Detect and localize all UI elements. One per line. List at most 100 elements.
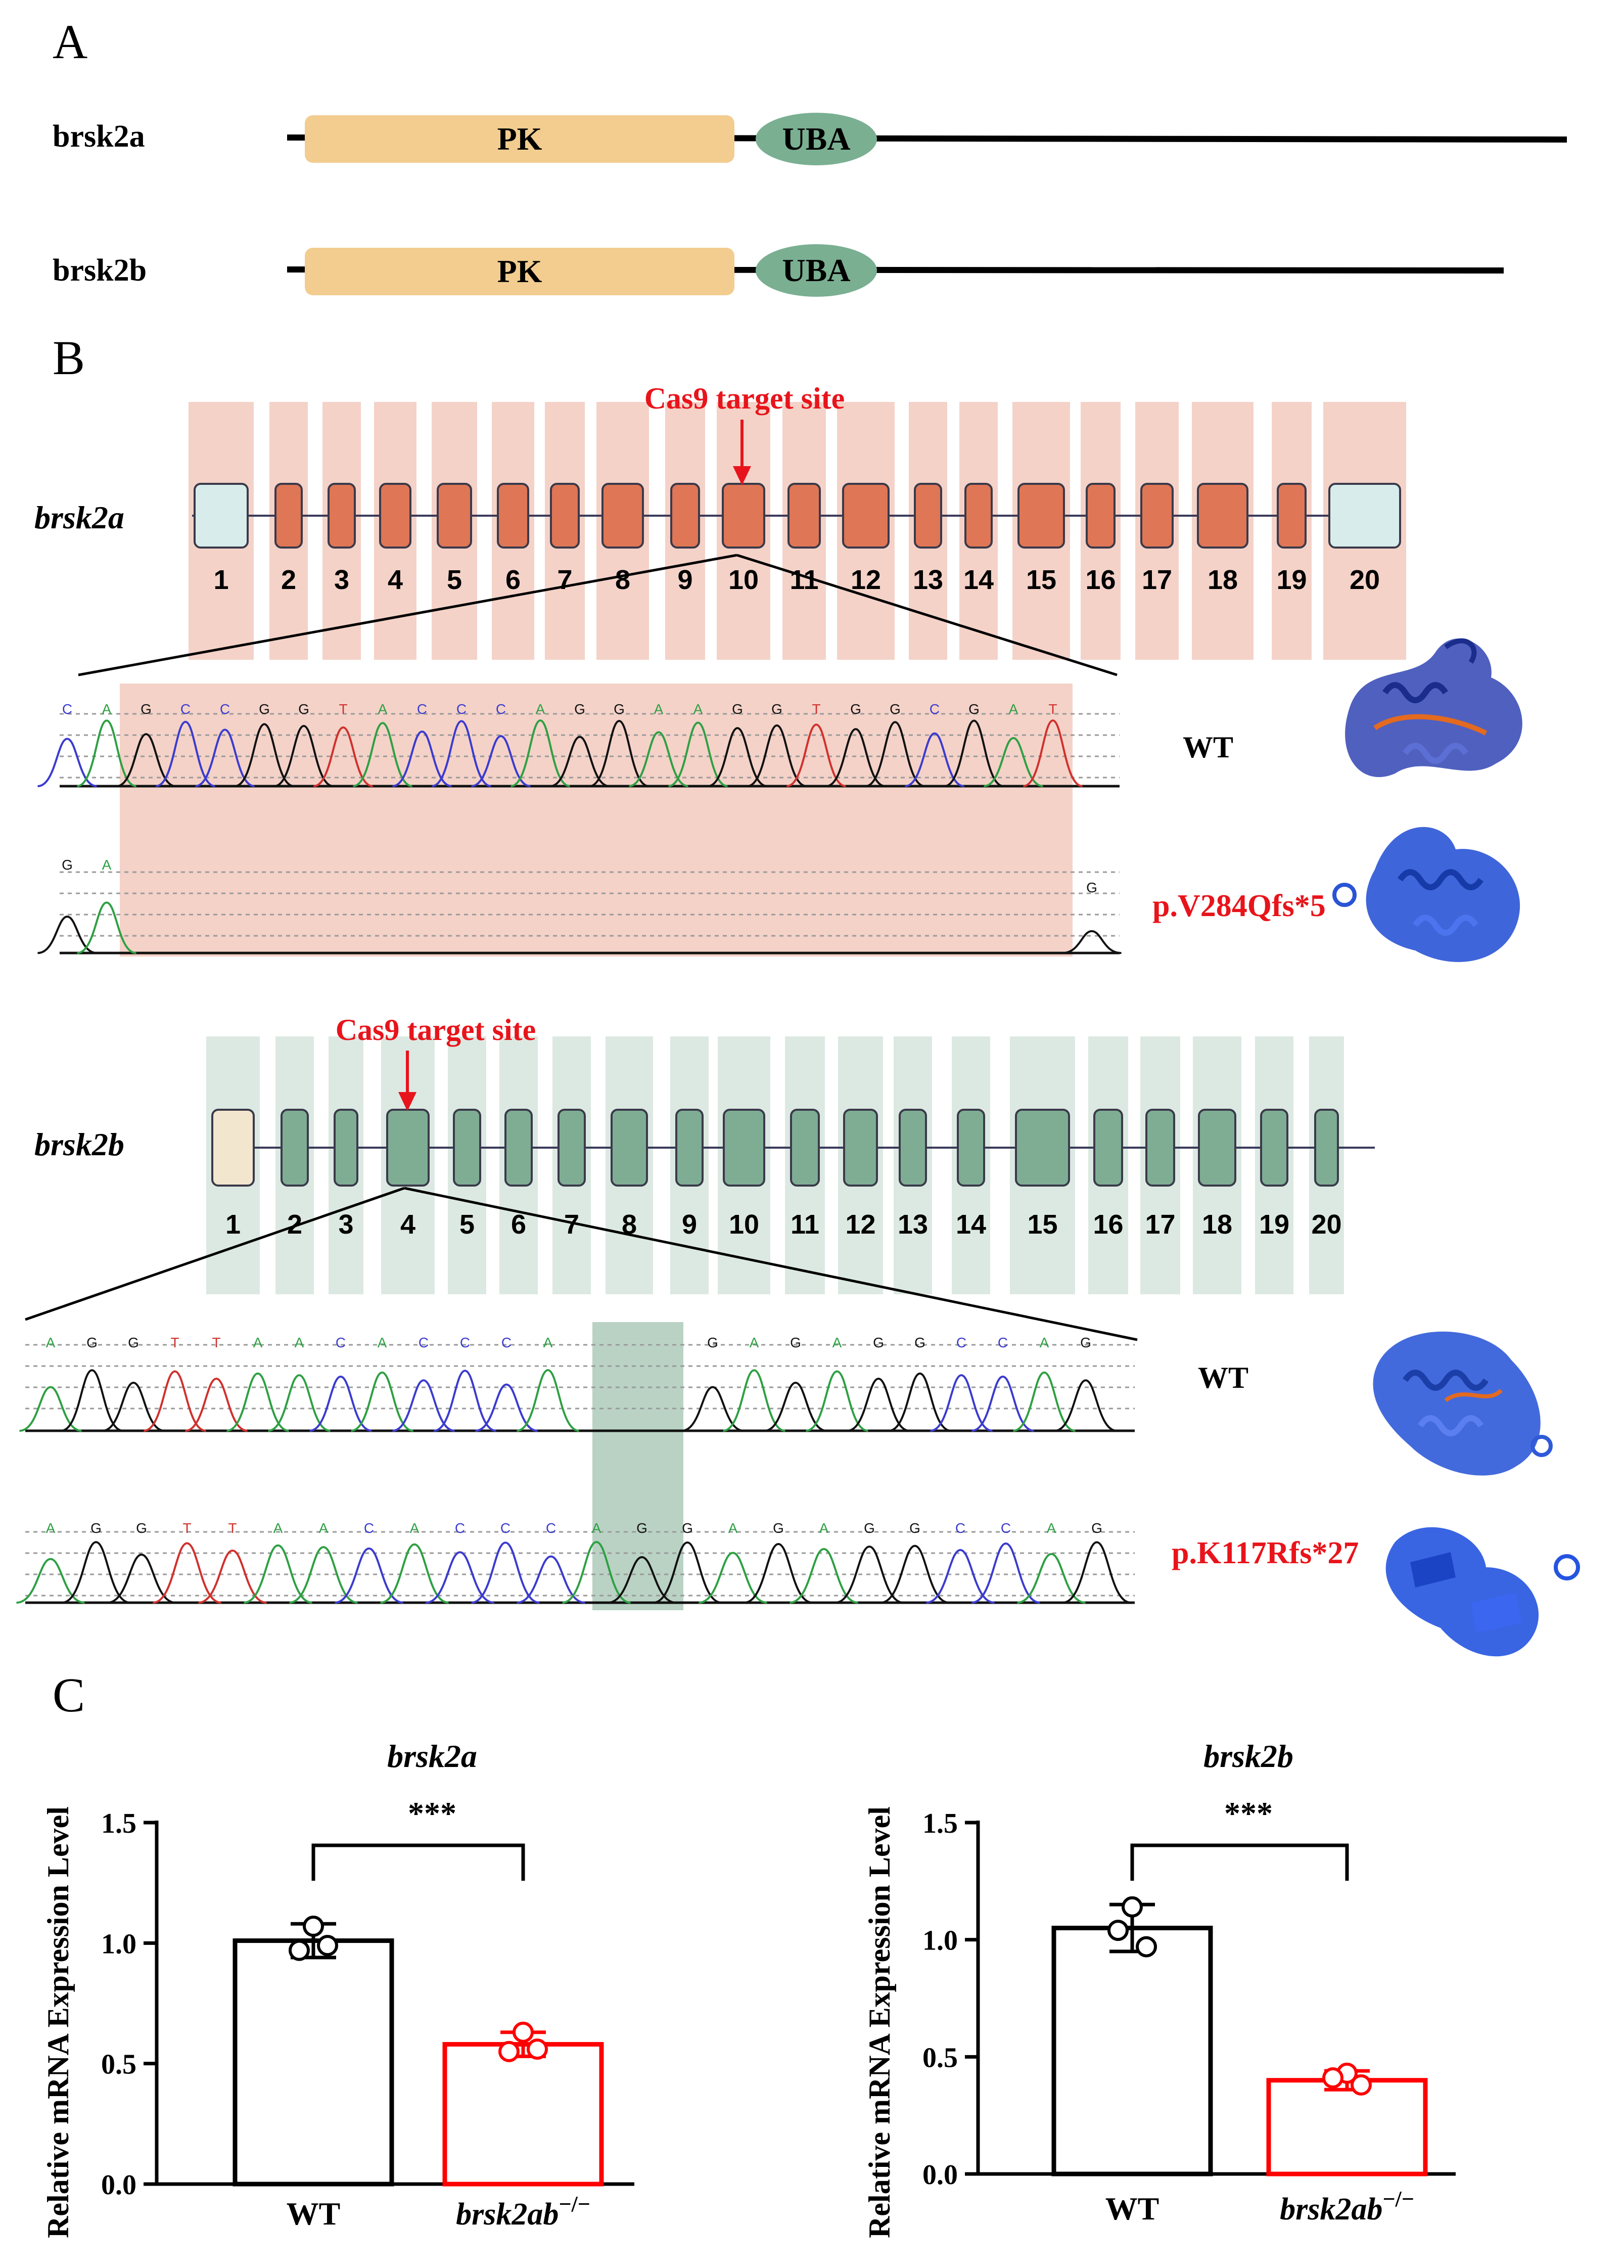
base-call: A: [1009, 701, 1018, 717]
base-call: C: [501, 1335, 512, 1350]
exon-19: [1260, 1109, 1288, 1187]
exon-7: [550, 483, 580, 549]
exon-6: [504, 1109, 533, 1187]
trace-peak: [1062, 1541, 1131, 1604]
base-call: C: [496, 701, 506, 717]
cas9-target-label: Cas9 target site: [336, 1013, 536, 1047]
significance-bracket: [311, 1843, 525, 1881]
exon-16: [1086, 483, 1116, 549]
exon-12: [843, 1109, 878, 1187]
base-call: G: [873, 1335, 884, 1350]
base-call: A: [102, 857, 112, 873]
y-tick-label: 0.0: [922, 2159, 958, 2191]
trace-peak: [699, 1552, 767, 1604]
base-call: C: [1001, 1520, 1011, 1536]
base-call: A: [273, 1520, 283, 1536]
trace-peak: [434, 1370, 496, 1432]
trace-peak: [1013, 1371, 1076, 1432]
trace-peak: [744, 1543, 813, 1604]
panel-a-label: A: [53, 15, 87, 69]
base-call: G: [790, 1335, 801, 1350]
cas9-arrow-icon: [733, 466, 751, 485]
base-call: A: [750, 1335, 759, 1350]
base-call: C: [336, 1335, 346, 1350]
trace-peak: [826, 728, 886, 787]
base-call: A: [543, 1335, 553, 1350]
exon-4: [379, 483, 411, 549]
exon-1: [211, 1109, 255, 1187]
exon-number: 18: [1202, 1209, 1232, 1240]
base-call: A: [1040, 1335, 1049, 1350]
trace-peak: [764, 1382, 827, 1432]
significance-label: ***: [408, 1795, 456, 1831]
trace-peak: [1017, 1553, 1086, 1604]
exon-11: [790, 1109, 820, 1187]
exon-number: 12: [851, 565, 881, 595]
exon-number: 8: [615, 565, 630, 595]
trace-peak: [351, 1371, 413, 1432]
base-call: A: [253, 1335, 263, 1350]
mutation-label: p.K117Rfs*27: [1172, 1536, 1359, 1570]
bar: [442, 2042, 604, 2187]
base-call: C: [500, 1520, 511, 1536]
trace-peak: [1023, 719, 1083, 787]
exon-8: [611, 1109, 648, 1187]
trace-peak: [517, 1369, 579, 1432]
base-call: A: [102, 701, 112, 717]
base-call: T: [212, 1335, 220, 1350]
uba-domain: [756, 244, 877, 297]
base-call: G: [62, 857, 73, 873]
base-call: G: [771, 701, 782, 717]
zoom-line-right: [736, 554, 1118, 676]
chart-title: brsk2a: [387, 1738, 477, 1774]
data-point: [317, 1935, 338, 1957]
exon-20: [1314, 1109, 1339, 1187]
trace-peak: [629, 731, 688, 787]
insertion-highlight: [592, 1322, 683, 1610]
base-call: A: [693, 701, 703, 717]
base-call: A: [728, 1520, 738, 1536]
exon-10: [722, 483, 765, 549]
pk-domain: [305, 115, 734, 163]
exon-4: [386, 1109, 430, 1187]
brsk2a-expression-chart: brsk2a Relative mRNA Expression Level **…: [41, 1738, 634, 2238]
exon-5: [453, 1109, 481, 1187]
panel-b-label: B: [53, 331, 85, 385]
trace-peak: [37, 915, 97, 954]
domain-gene-label-brsk2a: brsk2a: [53, 119, 145, 154]
exon-number: 7: [557, 565, 572, 595]
trace-peak: [550, 736, 610, 787]
trace-peak: [77, 901, 136, 954]
trace-peak: [335, 1547, 403, 1604]
exon-13: [899, 1109, 927, 1187]
exon-number: 2: [281, 565, 296, 595]
base-call: G: [968, 701, 980, 717]
trace-peak: [102, 1382, 165, 1432]
base-call: A: [319, 1520, 329, 1536]
trace-peak: [668, 721, 728, 787]
trace-peak: [905, 732, 964, 787]
pk-domain-label: PK: [497, 121, 542, 157]
base-call: G: [1091, 1520, 1102, 1536]
base-call: G: [298, 701, 309, 717]
exon-number: 20: [1311, 1209, 1341, 1240]
exon-3: [328, 483, 356, 549]
exon-number: 4: [388, 565, 403, 595]
data-point: [498, 2040, 520, 2062]
trace-peak: [681, 1386, 744, 1432]
base-call: G: [850, 701, 861, 717]
x-tick-label-mutant: brsk2ab−/−: [1280, 2187, 1414, 2227]
exon-number: 6: [505, 565, 521, 595]
base-call: A: [46, 1520, 56, 1536]
cas9-target-label: Cas9 target site: [644, 382, 845, 415]
base-call: G: [1080, 1335, 1091, 1350]
base-call: A: [295, 1335, 304, 1350]
base-call: T: [182, 1520, 191, 1536]
trace-peak: [37, 738, 97, 787]
base-call: C: [930, 701, 940, 717]
